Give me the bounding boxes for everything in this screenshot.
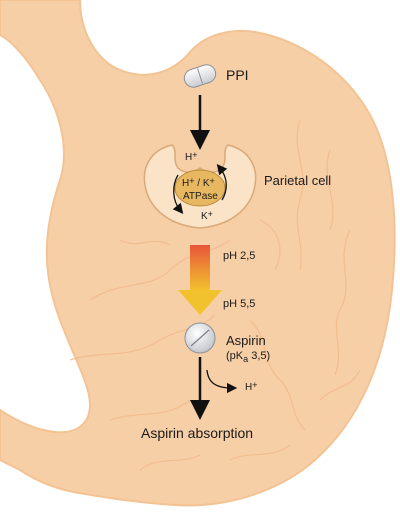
h-ion-released: H+ xyxy=(245,380,258,393)
h-ion-symbol: H xyxy=(185,152,193,163)
aspirin-tablet-icon xyxy=(184,322,216,354)
pump-h: H xyxy=(182,178,190,189)
h-ion-charge: + xyxy=(192,150,198,160)
pill-icon xyxy=(183,64,217,88)
k-ion-symbol: K xyxy=(201,211,208,222)
h-k-atpase-pump xyxy=(174,169,226,207)
pump-k: / K xyxy=(194,178,210,189)
k-ion-charge: + xyxy=(207,209,213,219)
pka-label: (pKa 3,5) xyxy=(226,350,271,364)
aspirin-absorption-label: Aspirin absorption xyxy=(141,425,254,441)
h-ion-released-charge: + xyxy=(252,380,258,390)
ph-2-5-label: pH 2,5 xyxy=(223,250,256,262)
ph-gradient-arrow xyxy=(178,245,222,315)
pump-k-charge: + xyxy=(209,176,215,186)
ppi-label: PPI xyxy=(226,67,249,83)
pka-value: 3,5) xyxy=(248,350,271,362)
h-ion-top: H+ xyxy=(185,150,198,163)
h-ion-released-symbol: H xyxy=(245,382,253,393)
ph-5-5-label: pH 5,5 xyxy=(223,298,256,310)
arrow-h-release xyxy=(206,369,238,394)
pump-label-line1: H+ / K+ xyxy=(182,176,215,189)
pka-prefix: (pK xyxy=(226,350,244,362)
parietal-cell xyxy=(143,144,257,229)
pump-label-line2: ATPase xyxy=(183,191,218,202)
pump-h-charge: + xyxy=(189,176,195,186)
pka-subscript: a xyxy=(243,354,249,364)
parietal-cell-label: Parietal cell xyxy=(264,173,332,188)
k-ion-bottom: K+ xyxy=(201,209,213,222)
aspirin-label: Aspirin xyxy=(226,333,266,348)
